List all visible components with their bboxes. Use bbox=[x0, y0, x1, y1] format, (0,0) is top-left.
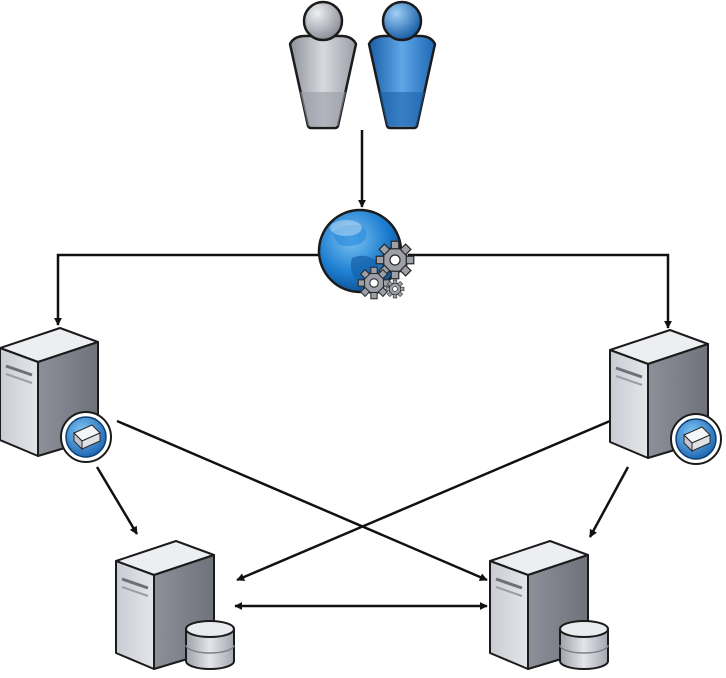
edge-web-right-to-db-right bbox=[588, 466, 630, 538]
db-server-right bbox=[488, 539, 609, 671]
user-gray-icon bbox=[288, 0, 358, 130]
web-badge-icon bbox=[670, 413, 722, 465]
globe-gears-icon bbox=[317, 208, 415, 300]
database-icon bbox=[559, 620, 609, 670]
db-server-left bbox=[114, 539, 235, 671]
web-server-left bbox=[0, 326, 112, 463]
connectors bbox=[54, 130, 672, 610]
database-icon bbox=[185, 620, 235, 670]
web-badge-icon bbox=[60, 411, 112, 463]
web-server-right bbox=[608, 328, 722, 465]
edge-web-left-to-db-left bbox=[95, 466, 139, 535]
edge-web-right-to-db-left bbox=[236, 419, 611, 582]
user-blue-icon bbox=[367, 0, 437, 130]
edge-web-left-to-db-right bbox=[116, 419, 488, 582]
edge-load-balancer-to-web-server-right bbox=[408, 253, 672, 329]
edge-load-balancer-to-web-server-left bbox=[54, 253, 318, 326]
